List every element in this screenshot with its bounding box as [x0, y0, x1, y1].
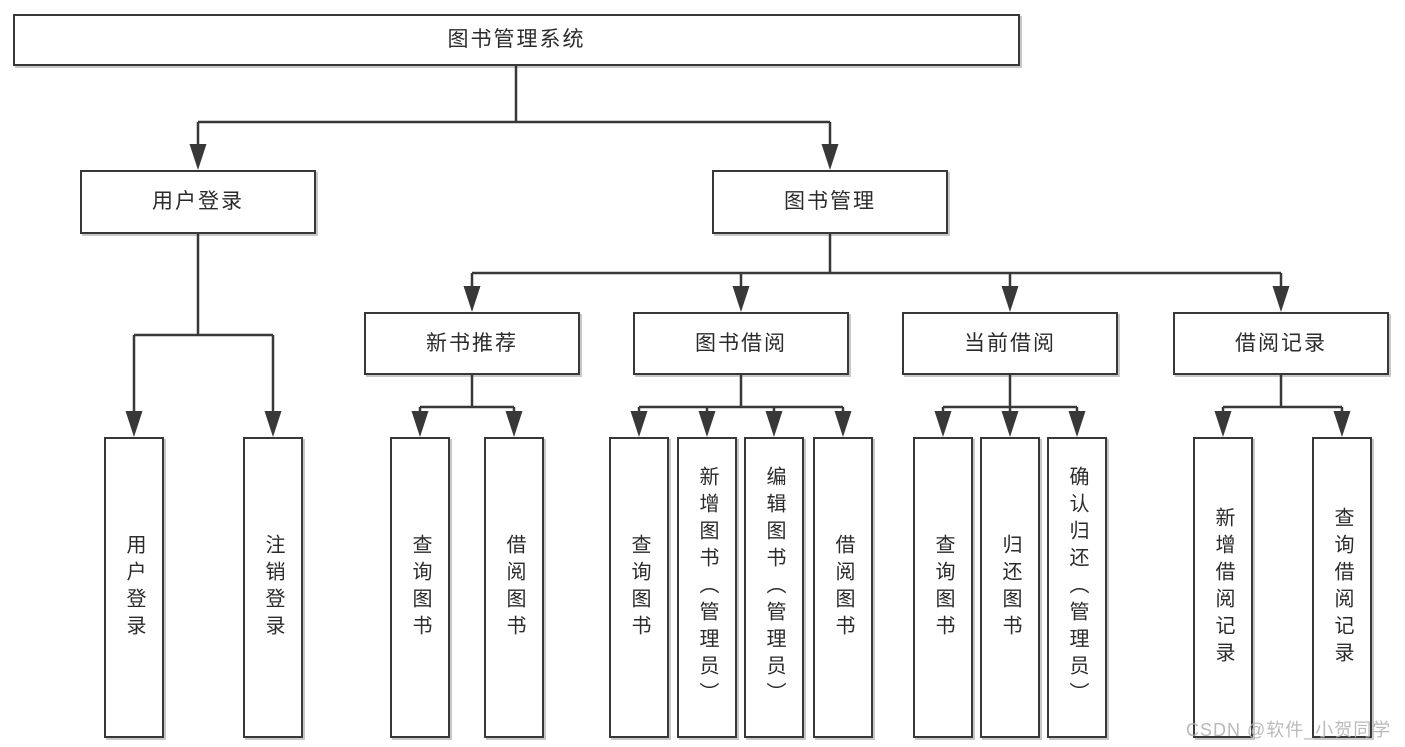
node-book-borrow: 图书借阅	[633, 312, 849, 375]
leaf-return-books: 归还图书	[980, 437, 1040, 738]
node-root: 图书管理系统	[13, 14, 1020, 66]
node-user-login-label: 用户登录	[152, 190, 244, 214]
leaf-add-books-admin: 新增图书（管理员）	[677, 437, 737, 738]
leaf-confirm-return-admin: 确认归还（管理员）	[1047, 437, 1107, 738]
node-book-management: 图书管理	[712, 170, 948, 234]
leaf-query-books-borrow: 查询图书	[609, 437, 669, 738]
leaf-query-books-borrow-label: 查询图书	[628, 533, 650, 642]
leaf-query-books-recommend-label: 查询图书	[409, 533, 431, 642]
node-book-borrow-label: 图书借阅	[695, 331, 787, 355]
leaf-logout: 注销登录	[243, 437, 303, 738]
leaf-user-login-label: 用户登录	[123, 533, 145, 642]
node-new-book-recommend-label: 新书推荐	[426, 331, 518, 355]
leaf-return-books-label: 归还图书	[999, 533, 1021, 642]
leaf-edit-books-admin: 编辑图书（管理员）	[744, 437, 804, 738]
node-current-borrow: 当前借阅	[902, 312, 1118, 375]
leaf-add-borrow-record: 新增借阅记录	[1193, 437, 1253, 738]
leaf-query-books-recommend: 查询图书	[390, 437, 450, 738]
node-book-management-label: 图书管理	[784, 190, 876, 214]
leaf-user-login: 用户登录	[104, 437, 164, 738]
leaf-borrow-books-recommend-label: 借阅图书	[503, 533, 525, 642]
leaf-edit-books-admin-label: 编辑图书（管理员）	[763, 466, 785, 709]
leaf-borrow-books-label: 借阅图书	[832, 533, 854, 642]
leaf-add-books-admin-label: 新增图书（管理员）	[696, 466, 718, 709]
node-user-login: 用户登录	[80, 170, 316, 234]
leaf-borrow-books-recommend: 借阅图书	[484, 437, 544, 738]
leaf-query-borrow-record-label: 查询借阅记录	[1331, 506, 1353, 669]
leaf-query-books-current-label: 查询图书	[932, 533, 954, 642]
node-borrow-records: 借阅记录	[1173, 312, 1389, 375]
node-current-borrow-label: 当前借阅	[964, 331, 1056, 355]
node-new-book-recommend: 新书推荐	[364, 312, 580, 375]
node-root-label: 图书管理系统	[447, 28, 586, 52]
leaf-add-borrow-record-label: 新增借阅记录	[1212, 506, 1234, 669]
leaf-confirm-return-admin-label: 确认归还（管理员）	[1066, 466, 1088, 709]
leaf-logout-label: 注销登录	[262, 533, 284, 642]
leaf-borrow-books: 借阅图书	[813, 437, 873, 738]
node-borrow-records-label: 借阅记录	[1235, 331, 1327, 355]
leaf-query-books-current: 查询图书	[913, 437, 973, 738]
csdn-watermark: CSDN @软件_小贺同学	[1186, 720, 1392, 740]
leaf-query-borrow-record: 查询借阅记录	[1312, 437, 1372, 738]
